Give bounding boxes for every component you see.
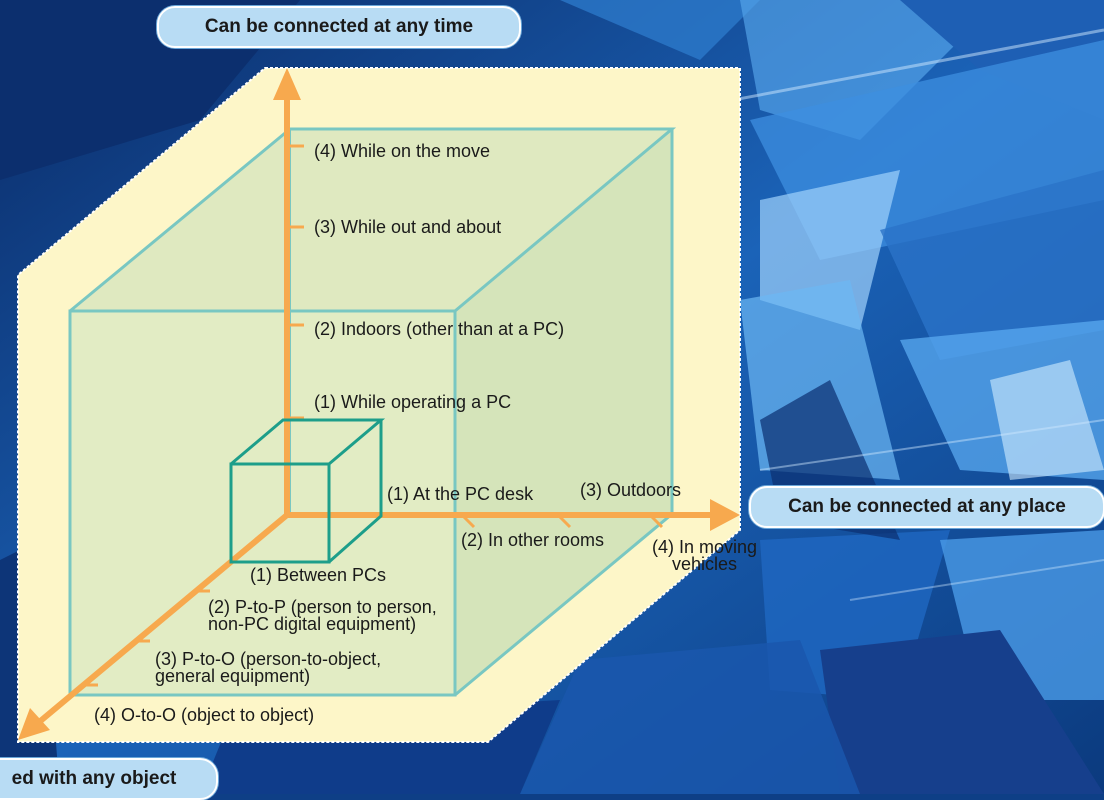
time-level-4: (4) While on the move: [314, 141, 491, 161]
object-level-4: (4) O-to-O (object to object): [94, 705, 315, 725]
place-level-4: (4) In moving vehicles: [652, 537, 758, 574]
axes: [18, 68, 740, 740]
outer-cube: [68, 127, 677, 697]
small-cube: [229, 418, 386, 564]
object-axis-arrowhead: [18, 708, 50, 740]
time-level-3: (3) While out and about: [314, 217, 502, 237]
place-level-1: (1) At the PC desk: [387, 484, 534, 504]
object-level-3: (3) P-to-O (person-to-object, general eq…: [155, 649, 382, 686]
object-axis-line: [36, 512, 289, 726]
place-level-3: (3) Outdoors: [580, 480, 682, 500]
time-level-2: (2) Indoors (other than at a PC): [314, 319, 565, 339]
time-axis-arrowhead: [273, 68, 301, 100]
object-level-2: (2) P-to-P (person to person, non-PC dig…: [208, 597, 437, 634]
time-axis-title: Can be connected at any time: [157, 6, 521, 48]
object-level-1: (1) Between PCs: [250, 565, 387, 585]
time-level-1: (1) While operating a PC: [314, 392, 512, 412]
place-axis-title: Can be connected at any place: [749, 486, 1104, 528]
place-axis-arrowhead: [710, 499, 740, 531]
place-level-2: (2) In other rooms: [461, 530, 605, 550]
